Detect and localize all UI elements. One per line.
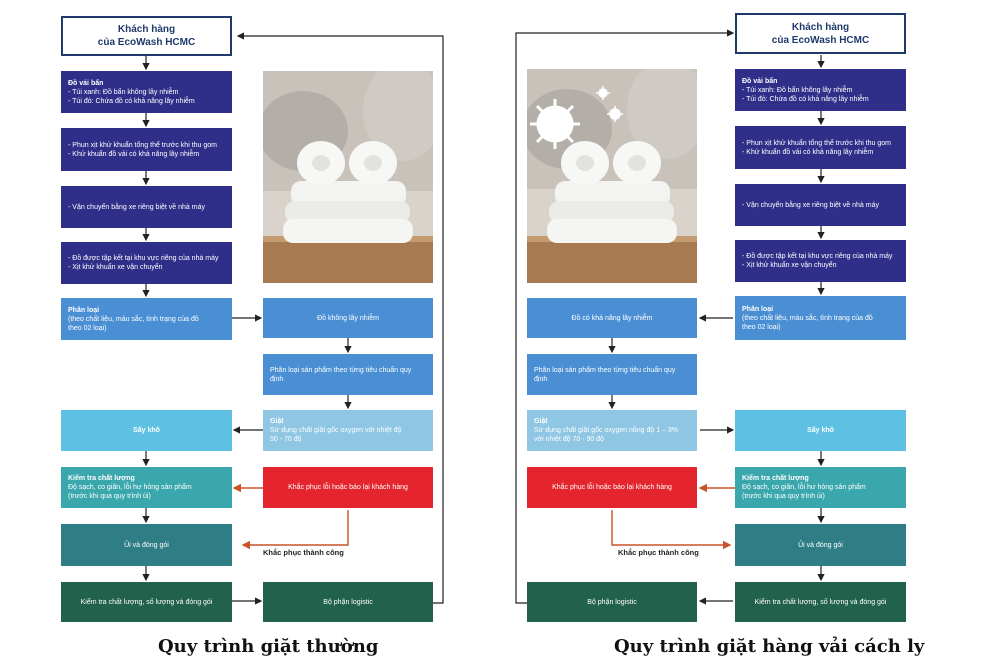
left-step-logistics: Bộ phận logistic <box>263 582 433 622</box>
step-line: - Phun xịt khử khuẩn tổng thể trước khi … <box>68 141 217 149</box>
step-line: Phân loại sản phẩm theo từng tiêu chuẩn … <box>534 366 676 383</box>
right-step-product-sorting: Phân loại sản phẩm theo từng tiêu chuẩn … <box>527 354 697 395</box>
step-title: Kiểm tra chất lượng <box>742 475 809 482</box>
step-line: - Vận chuyển bằng xe riêng biệt về nhà m… <box>68 203 205 211</box>
step-line: Độ sạch, co giãn, lỗi hư hỏng sản phẩm <box>742 484 866 491</box>
step-line: Ủi và đóng gói <box>124 541 169 549</box>
right-fix-success-label: Khắc phục thành công <box>618 548 699 557</box>
left-header-line2: của EcoWash HCMC <box>97 37 196 48</box>
left-step-drying: Sấy khô <box>61 410 232 451</box>
step-line: (trước khi qua quy trình ủi) <box>742 493 825 500</box>
right-towel-photo <box>527 69 697 283</box>
left-step-transport: - Vận chuyển bằng xe riêng biệt về nhà m… <box>61 186 232 228</box>
step-line: (trước khi qua quy trình ủi) <box>68 493 151 500</box>
step-title: Sấy khô <box>807 427 834 434</box>
step-line: với nhiệt độ 70 - 90 độ <box>534 436 604 443</box>
right-step-fix-defects: Khắc phục lỗi hoặc báo lại khách hàng <box>527 467 697 508</box>
right-header-line1: Khách hàng <box>791 21 850 33</box>
step-line: - Túi đỏ: Chứa đồ có khả năng lây nhiễm <box>742 95 869 103</box>
towels-image-icon <box>263 71 433 283</box>
left-step-dirty-linen: Đồ vải bẩn - Túi xanh: Đồ bẩn không lây … <box>61 71 232 113</box>
step-line: - Túi đỏ: Chứa đồ có khả năng lây nhiễm <box>68 97 195 105</box>
step-line: Sử dụng chất giặt gốc oxygen với nhiệt đ… <box>270 427 402 434</box>
left-step-fix-defects: Khắc phục lỗi hoặc báo lại khách hàng <box>263 467 433 508</box>
step-title: Đồ vải bẩn <box>742 77 778 85</box>
left-step-iron-pack: Ủi và đóng gói <box>61 524 232 566</box>
step-line: Bộ phận logistic <box>587 598 637 606</box>
step-line: Độ sạch, co giãn, lỗi hư hỏng sản phẩm <box>68 484 192 491</box>
right-step-transport: - Vận chuyển bằng xe riêng biệt về nhà m… <box>735 184 906 226</box>
right-step-iron-pack: Ủi và đóng gói <box>735 524 906 566</box>
left-step-product-sorting: Phân loại sản phẩm theo từng tiêu chuẩn … <box>263 354 433 395</box>
step-line: - Đồ được tập kết tại khu vực riêng của … <box>742 253 893 260</box>
right-step-drying: Sấy khô <box>735 410 906 451</box>
right-step-dirty-linen: Đồ vải bẩn - Túi xanh: Đồ bẩn không lây … <box>735 69 906 111</box>
step-title: Phân loại <box>742 305 774 313</box>
left-step-sorting: Phân loại (theo chất liệu, màu sắc, tình… <box>61 298 232 340</box>
right-step-final-check: Kiểm tra chất lượng, số lượng và đóng gó… <box>735 582 906 622</box>
step-line: Khắc phục lỗi hoặc báo lại khách hàng <box>552 484 672 491</box>
step-line: Bộ phận logistic <box>323 598 373 606</box>
step-line: theo 02 loại) <box>742 323 781 331</box>
step-line: Kiểm tra chất lượng, số lượng và đóng gó… <box>80 598 213 606</box>
left-step-gather: - Đồ được tập kết tại khu vực riêng của … <box>61 242 232 284</box>
right-step-quality-check: Kiểm tra chất lượng Độ sạch, co giãn, lỗ… <box>735 467 906 508</box>
step-line: Ủi và đóng gói <box>798 541 843 549</box>
step-line: Đồ không lây nhiễm <box>317 314 379 322</box>
step-line: - Xịt khử khuẩn xe vận chuyển <box>742 262 837 269</box>
left-step-final-check: Kiểm tra chất lượng, số lượng và đóng gó… <box>61 582 232 622</box>
right-caption: Quy trình giặt hàng vải cách ly <box>614 636 925 657</box>
right-step-disinfect: - Phun xịt khử khuẩn tổng thể trước khi … <box>735 126 906 169</box>
left-step-washing: Giặt Sử dụng chất giặt gốc oxygen với nh… <box>263 410 433 451</box>
left-step-quality-check: Kiểm tra chất lượng Độ sạch, co giãn, lỗ… <box>61 467 232 508</box>
step-line: (theo chất liệu, màu sắc, tình trạng của… <box>742 314 873 322</box>
left-caption: Quy trình giặt thường <box>158 636 379 657</box>
step-title: Giặt <box>270 418 284 425</box>
step-line: Kiểm tra chất lượng, số lượng và đóng gó… <box>754 598 887 606</box>
right-step-washing: Giặt Sử dụng chất giặt gốc oxygen nồng đ… <box>527 410 697 451</box>
virus-icon <box>530 99 580 149</box>
step-line: Đồ có khả năng lây nhiễm <box>571 314 653 322</box>
step-line: - Khử khuẩn đồ vải có khả năng lây nhiễm <box>68 150 200 158</box>
towels-with-virus-image-icon <box>527 69 697 283</box>
step-line: - Vận chuyển bằng xe riêng biệt về nhà m… <box>742 201 879 209</box>
left-step-non-infectious: Đồ không lây nhiễm <box>263 298 433 338</box>
step-line: 50 - 70 độ <box>270 436 302 443</box>
right-step-gather: - Đồ được tập kết tại khu vực riêng của … <box>735 240 906 282</box>
step-title: Đồ vải bẩn <box>68 79 104 87</box>
left-step-disinfect: - Phun xịt khử khuẩn tổng thể trước khi … <box>61 128 232 171</box>
step-line: theo 02 loại) <box>68 324 107 332</box>
step-line: - Đồ được tập kết tại khu vực riêng của … <box>68 255 219 262</box>
left-fix-success-label: Khắc phục thành công <box>263 548 344 557</box>
step-title: Kiểm tra chất lượng <box>68 475 135 482</box>
left-customer-header: Khách hàng của EcoWash HCMC <box>61 16 232 56</box>
right-step-logistics: Bộ phận logistic <box>527 582 697 622</box>
step-line: - Túi xanh: Đồ bẩn không lây nhiễm <box>68 88 179 96</box>
step-title: Phân loại <box>68 306 100 314</box>
step-line: Phân loại sản phẩm theo từng tiêu chuẩn … <box>270 366 412 383</box>
step-line: - Túi xanh: Đồ bẩn không lây nhiễm <box>742 86 853 94</box>
step-title: Giặt <box>534 418 548 425</box>
left-header-line1: Khách hàng <box>117 24 176 35</box>
right-header-line2: của EcoWash HCMC <box>771 34 870 46</box>
step-line: - Xịt khử khuẩn xe vận chuyển <box>68 264 163 271</box>
right-step-infectious: Đồ có khả năng lây nhiễm <box>527 298 697 338</box>
step-line: (theo chất liệu, màu sắc, tình trạng của… <box>68 315 199 323</box>
step-line: Sử dụng chất giặt gốc oxygen nồng độ 1 –… <box>534 427 679 434</box>
left-towel-photo <box>263 71 433 283</box>
step-title: Sấy khô <box>133 427 160 434</box>
step-line: - Khử khuẩn đồ vải có khả năng lây nhiễm <box>742 148 874 156</box>
step-line: - Phun xịt khử khuẩn tổng thể trước khi … <box>742 139 891 147</box>
right-customer-header: Khách hàng của EcoWash HCMC <box>735 13 906 54</box>
step-line: Khắc phục lỗi hoặc báo lại khách hàng <box>288 484 408 491</box>
right-step-sorting: Phân loại (theo chất liệu, màu sắc, tình… <box>735 296 906 340</box>
